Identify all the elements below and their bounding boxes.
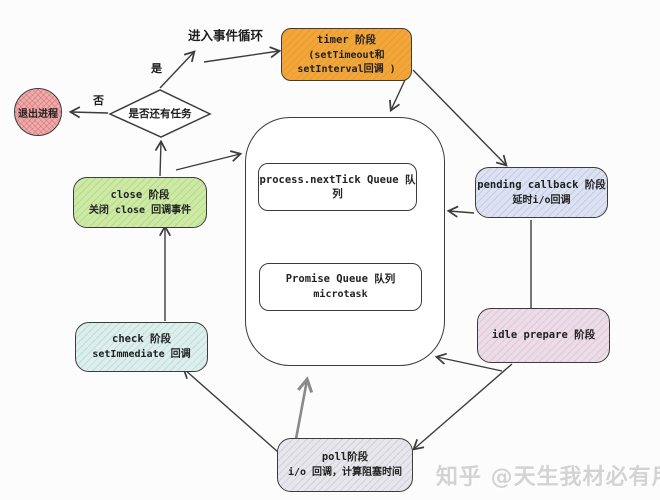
poll-phase-title: poll阶段 bbox=[321, 451, 369, 464]
promise-queue-title: Promise Queue 队列 bbox=[285, 273, 396, 286]
arrow-pending-to-center-right bbox=[446, 205, 475, 218]
arrow-close-to-decision bbox=[154, 139, 167, 177]
timer-phase-detail: (setTimeout和setInterval回调 ) bbox=[297, 50, 396, 75]
close-phase-detail: 关闭 close 回调事件 bbox=[88, 204, 192, 216]
arrow-timer-to-pending bbox=[412, 69, 508, 167]
arrow-idle-to-center-corner bbox=[434, 352, 503, 372]
next-tick-queue-label: process.nextTick Queue 队列 bbox=[259, 173, 416, 200]
check-phase-detail: setImmediate 回调 bbox=[92, 349, 191, 361]
poll-phase-node: poll阶段 i/o 回调，计算阻塞时间 bbox=[277, 438, 413, 492]
arrow-idle-to-poll bbox=[412, 363, 513, 451]
pending-callback-node: pending callback 阶段 延时i/o回调 bbox=[475, 167, 608, 218]
arrow-decision-yes-up bbox=[159, 50, 196, 89]
pending-callback-detail: 延时i/o回调 bbox=[512, 194, 571, 206]
arrow-decision-no-to-exit bbox=[68, 106, 109, 119]
arrow-close-to-center-left bbox=[175, 150, 243, 171]
pending-callback-title: pending callback 阶段 bbox=[477, 178, 606, 191]
decision-diamond bbox=[108, 89, 212, 138]
idle-prepare-label: idle prepare 阶段 bbox=[491, 329, 596, 342]
check-phase-title: check 阶段 bbox=[112, 333, 171, 346]
next-tick-queue-node: process.nextTick Queue 队列 bbox=[258, 163, 417, 211]
exit-process-node: 退出进程 bbox=[14, 88, 62, 136]
idle-prepare-node: idle prepare 阶段 bbox=[477, 308, 610, 363]
promise-queue-detail: microtask bbox=[313, 289, 368, 301]
timer-phase-node: timer 阶段 (setTimeout和setInterval回调 ) bbox=[281, 28, 412, 81]
yes-label: 是 bbox=[151, 62, 162, 75]
arrow-enter-to-timer bbox=[203, 46, 282, 63]
close-phase-title: close 阶段 bbox=[110, 188, 170, 201]
poll-phase-detail: i/o 回调，计算阻塞时间 bbox=[287, 467, 403, 479]
decision-node-label: 是否还有任务 bbox=[128, 108, 192, 120]
no-label: 否 bbox=[93, 94, 104, 107]
check-phase-node: check 阶段 setImmediate 回调 bbox=[75, 322, 208, 372]
promise-queue-node: Promise Queue 队列 microtask bbox=[259, 263, 422, 311]
close-phase-node: close 阶段 关闭 close 回调事件 bbox=[73, 177, 207, 228]
arrow-poll-to-check bbox=[182, 367, 279, 453]
exit-process-label: 退出进程 bbox=[18, 108, 58, 120]
zhihu-watermark: 知乎 @天生我材必有用 bbox=[436, 465, 660, 490]
timer-phase-title: timer 阶段 bbox=[317, 33, 376, 46]
enter-loop-label: 进入事件循环 bbox=[188, 28, 264, 43]
microtask-container bbox=[245, 117, 445, 366]
arrow-poll-to-center-bottom bbox=[294, 380, 307, 440]
